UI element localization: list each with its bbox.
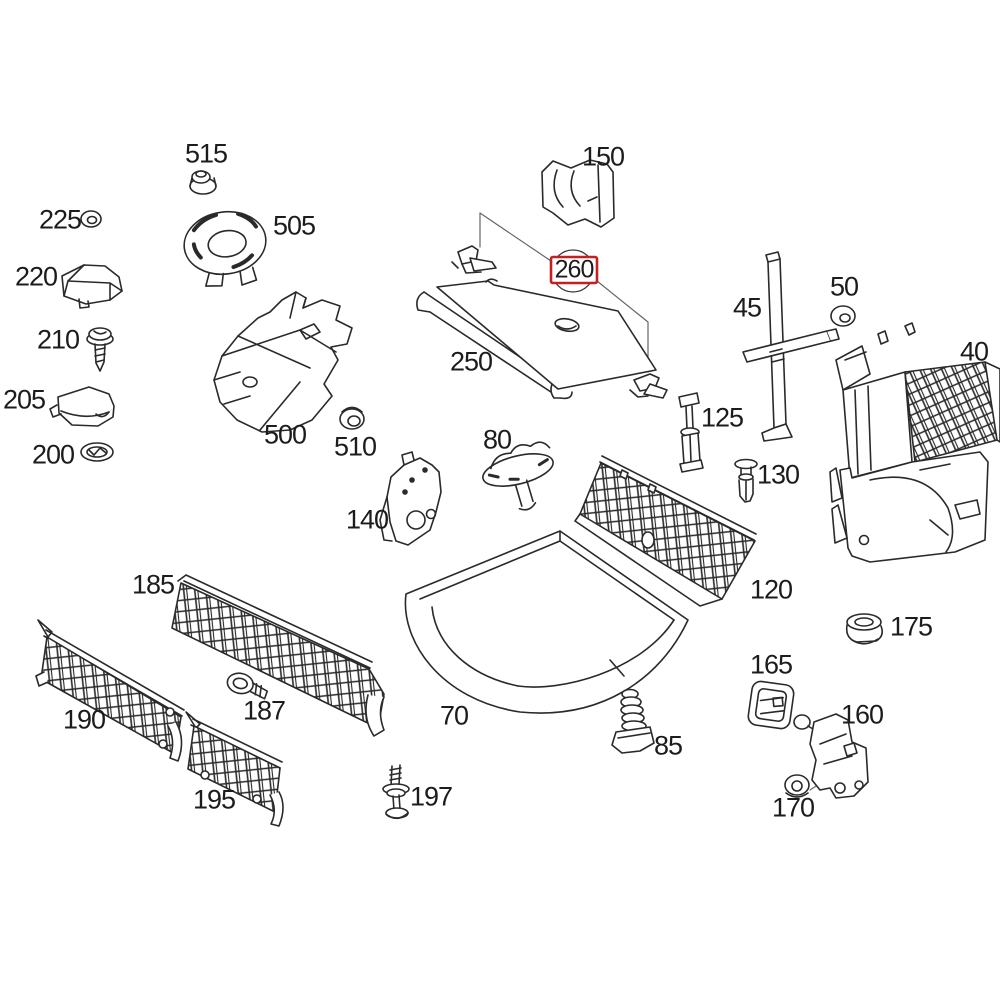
part-label-197: 197: [409, 781, 453, 812]
part-label-120: 120: [749, 574, 793, 605]
part-80-drawing: [482, 441, 554, 511]
part-label-165: 165: [749, 649, 793, 680]
part-label-50: 50: [829, 271, 859, 302]
part-130-drawing: [734, 458, 758, 503]
part-label-160: 160: [840, 699, 884, 730]
part-200-drawing: [80, 442, 114, 462]
cover-clip-left-drawing: [451, 245, 497, 274]
cover-clip-right-drawing: [629, 373, 668, 399]
part-160-drawing: [793, 713, 869, 799]
part-label-40: 40: [959, 336, 989, 367]
part-label-500: 500: [263, 419, 307, 450]
part-label-510: 510: [333, 431, 377, 462]
part-label-205: 205: [2, 384, 46, 415]
part-185-drawing: [171, 574, 385, 737]
part-label-80: 80: [482, 424, 512, 455]
part-225-drawing: [80, 210, 102, 228]
part-label-515: 515: [184, 138, 228, 169]
part-175-drawing: [845, 613, 883, 645]
part-220-drawing: [61, 264, 123, 309]
part-190-drawing: [35, 619, 185, 762]
highlighted-part-hotspot[interactable]: [549, 255, 599, 285]
part-label-220: 220: [14, 261, 58, 292]
part-label-250: 250: [449, 346, 493, 377]
part-label-85: 85: [653, 730, 683, 761]
part-70-drawing: [404, 530, 689, 714]
part-label-210: 210: [36, 324, 80, 355]
part-label-70: 70: [439, 700, 469, 731]
part-label-175: 175: [889, 611, 933, 642]
part-210-drawing: [86, 327, 114, 372]
part-205-drawing: [49, 386, 115, 427]
part-label-505: 505: [272, 210, 316, 241]
part-label-125: 125: [700, 402, 744, 433]
part-label-170: 170: [771, 792, 815, 823]
part-195-drawing: [185, 711, 284, 827]
part-label-190: 190: [62, 704, 106, 735]
part-40-drawing: [829, 322, 1000, 563]
part-500-drawing: [213, 291, 353, 433]
part-510-drawing: [339, 406, 365, 430]
part-85-drawing: [611, 688, 655, 754]
part-50-drawing: [830, 305, 856, 327]
part-515-drawing: [189, 170, 217, 195]
part-45-drawing: [742, 251, 840, 442]
part-250-drawing: [416, 278, 657, 400]
part-label-140: 140: [345, 504, 389, 535]
part-125-drawing: [678, 392, 704, 473]
part-150-drawing: [541, 159, 615, 228]
part-label-150: 150: [581, 141, 625, 172]
part-label-187: 187: [242, 695, 286, 726]
part-505-drawing: [183, 210, 267, 287]
part-187-drawing: [226, 672, 269, 700]
part-label-130: 130: [756, 459, 800, 490]
part-170-drawing: [784, 774, 810, 798]
part-140-drawing: [379, 451, 442, 546]
part-label-45: 45: [732, 292, 762, 323]
part-label-225: 225: [38, 204, 82, 235]
part-label-260-highlighted[interactable]: 260: [554, 255, 595, 284]
part-label-200: 200: [31, 439, 75, 470]
part-120-drawing: [574, 455, 757, 607]
part-label-195: 195: [192, 784, 236, 815]
part-197-drawing: [382, 764, 410, 820]
part-165-drawing: [747, 680, 795, 730]
part-label-185: 185: [131, 569, 175, 600]
